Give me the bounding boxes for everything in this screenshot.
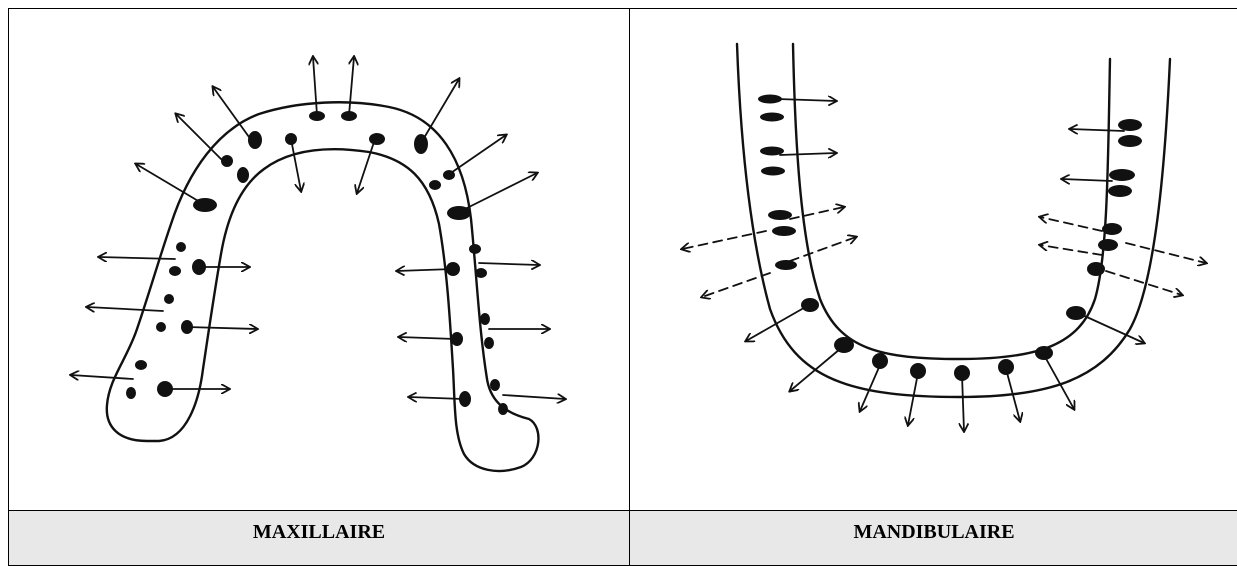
- maxillary-arch-drawing: [9, 9, 630, 473]
- mandible-inner-contour: [791, 42, 1112, 361]
- maxilla-dots: [126, 111, 508, 415]
- figure-table: MAXILLAIRE MANDIBULAIRE: [8, 8, 1237, 566]
- mandibular-drawing-cell: [630, 9, 1237, 511]
- caption-cell-mandibulaire: MANDIBULAIRE: [630, 511, 1237, 566]
- mandible-dots: [758, 94, 1142, 381]
- mandible-arrows: [682, 99, 1206, 431]
- mandibular-arch-drawing: [630, 42, 1237, 511]
- maxillary-drawing-cell: [9, 9, 630, 511]
- maxilla-arrows: [71, 57, 565, 399]
- caption-maxillaire: MAXILLAIRE: [252, 521, 386, 543]
- caption-cell-maxillaire: MAXILLAIRE: [9, 511, 630, 566]
- caption-mandibulaire: MANDIBULAIRE: [853, 521, 1015, 543]
- maxilla-outer-contour: [105, 101, 540, 473]
- mandible-outer-contour: [735, 42, 1172, 399]
